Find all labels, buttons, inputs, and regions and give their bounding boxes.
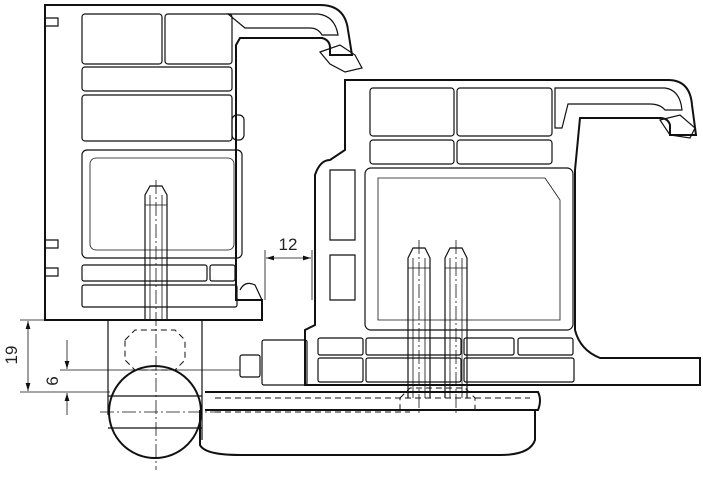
dimension-19: 19	[2, 319, 110, 393]
dimension-6: 6	[43, 340, 240, 415]
frame-profile	[239, 79, 701, 386]
dimension-12: 12	[264, 235, 313, 300]
centerlines	[100, 180, 457, 470]
dimension-label-12: 12	[279, 235, 298, 254]
dimension-label-6: 6	[43, 376, 62, 385]
dimension-label-19: 19	[2, 346, 21, 365]
pins	[144, 185, 476, 411]
hardware-base	[107, 320, 541, 459]
